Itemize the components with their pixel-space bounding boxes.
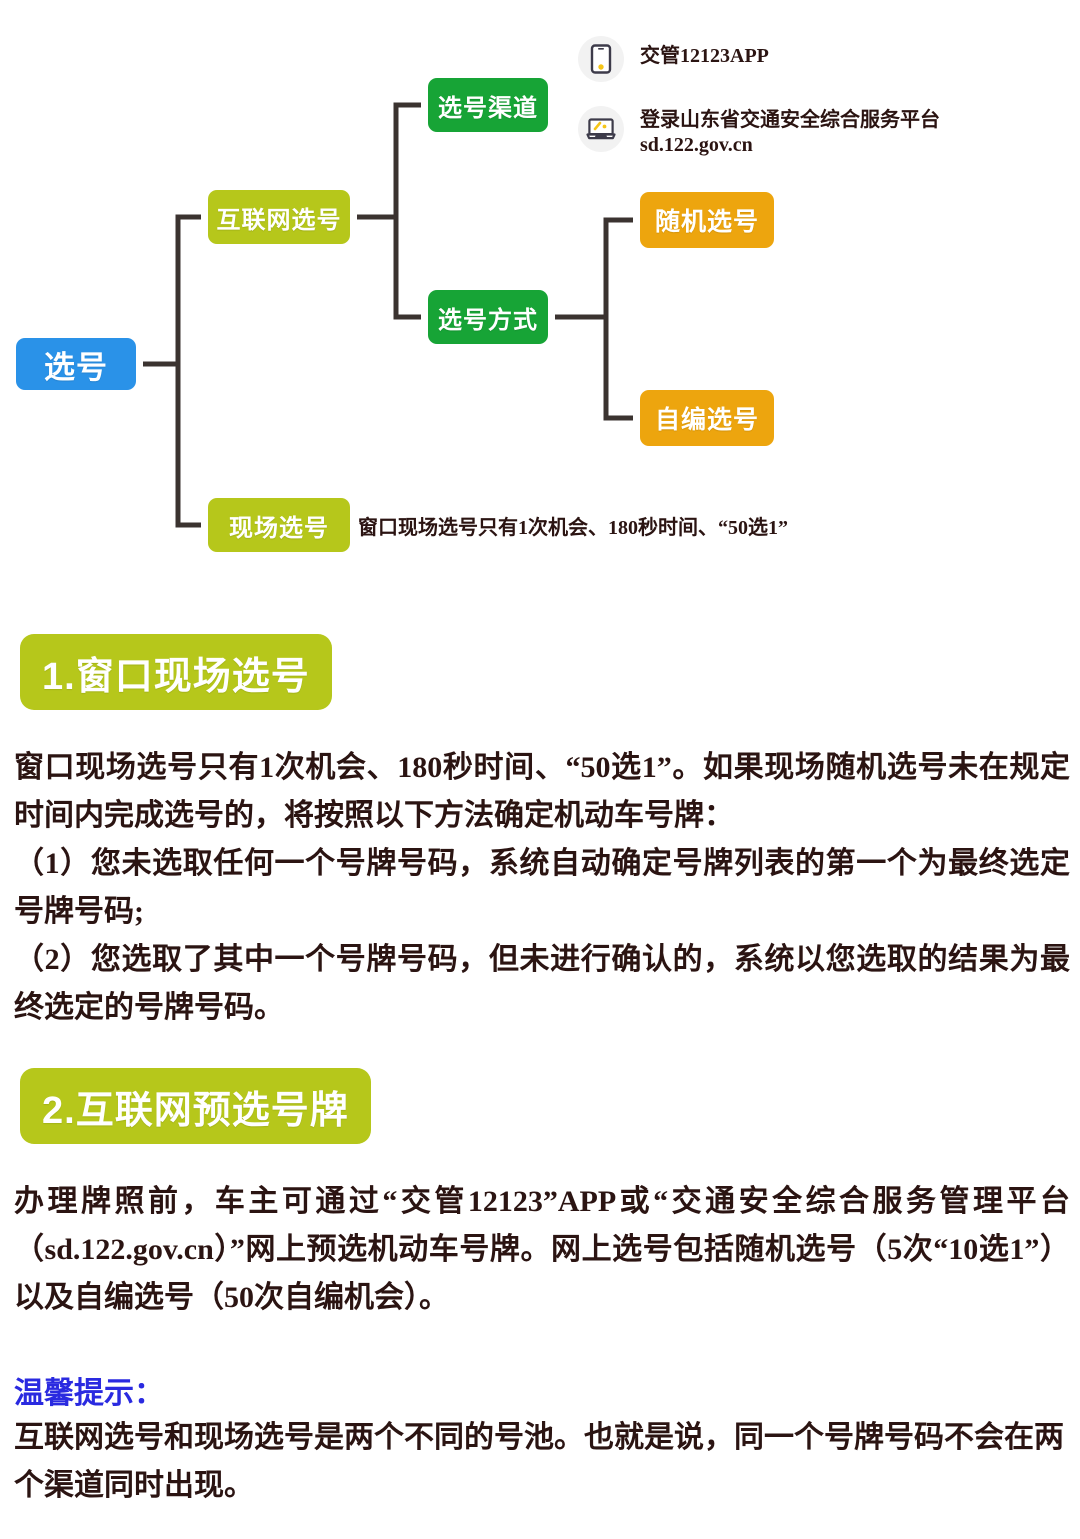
flowchart-diagram: 选号 互联网选号 现场选号 选号渠道 选号方式 随机选号 自编选号 交管1212… [0, 0, 1080, 580]
channel-detail-web-label: 登录山东省交通安全综合服务平台 sd.122.gov.cn [640, 109, 940, 156]
section-2-header: 2.互联网预选号牌 [20, 1068, 371, 1144]
flowchart-connectors [139, 102, 637, 528]
node-selection-method[interactable]: 选号方式 [428, 290, 548, 344]
channel-detail-app: 交管12123APP [578, 36, 769, 82]
node-internet-selection[interactable]: 互联网选号 [208, 190, 350, 244]
node-selection-channel[interactable]: 选号渠道 [428, 78, 548, 132]
onsite-selection-note: 窗口现场选号只有1次机会、180秒时间、“50选1” [358, 517, 788, 539]
channel-detail-web: 登录山东省交通安全综合服务平台 sd.122.gov.cn [578, 106, 940, 158]
laptop-icon [578, 106, 624, 152]
node-random-selection[interactable]: 随机选号 [640, 192, 774, 248]
node-onsite-selection[interactable]: 现场选号 [208, 498, 350, 552]
tip-title: 温馨提示： [14, 1377, 164, 1410]
section-2-body: 办理牌照前，车主可通过“交管12123”APP或“交通安全综合服务管理平台（sd… [14, 1185, 1070, 1314]
section-1-body: 窗口现场选号只有1次机会、180秒时间、“50选1”。如果现场随机选号未在规定时… [14, 751, 1070, 1024]
node-custom-selection[interactable]: 自编选号 [640, 390, 774, 446]
tip-body: 互联网选号和现场选号是两个不同的号池。也就是说，同一个号牌号码不会在两个渠道同时… [14, 1421, 1064, 1502]
phone-icon [578, 36, 624, 82]
channel-detail-app-label: 交管12123APP [640, 45, 769, 67]
node-root[interactable]: 选号 [16, 338, 136, 390]
section-1-header: 1.窗口现场选号 [20, 634, 332, 710]
